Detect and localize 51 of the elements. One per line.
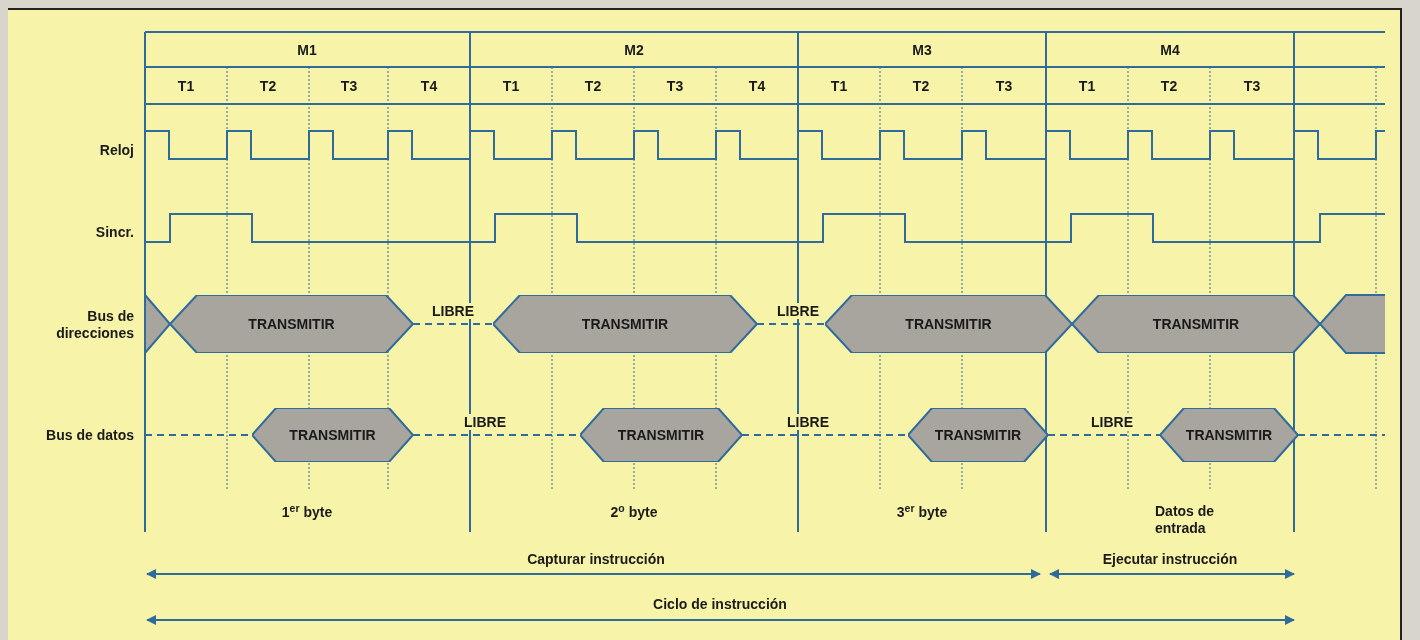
machine-cycle-label: M3 xyxy=(912,41,932,59)
state-label: TRANSMITIR xyxy=(617,425,705,445)
edge-label: LIBRE xyxy=(430,303,476,319)
state-label: TRANSMITIR xyxy=(905,314,992,334)
t-state-label: T4 xyxy=(420,77,438,95)
bus-idle-line xyxy=(1047,434,1161,436)
state-label: TRANSMITIR xyxy=(289,425,376,445)
state-label: TRANSMITIR xyxy=(1185,425,1273,445)
signal-label: Bus de datos xyxy=(46,426,134,444)
edge-label: LIBRE xyxy=(775,303,821,319)
span-label: Ejecutar instrucción xyxy=(1102,550,1238,568)
t-state-label: T1 xyxy=(177,77,195,95)
t-state-label: T3 xyxy=(995,77,1013,95)
t-state-label: T1 xyxy=(830,77,848,95)
state-label: TRANSMITIR xyxy=(1152,314,1240,334)
state-label: TRANSMITIR xyxy=(934,425,1022,445)
state-label: TRANSMITIR xyxy=(581,314,669,334)
span-label: Ciclo de instrucción xyxy=(653,595,787,613)
bus-state-hexagon xyxy=(825,295,1072,353)
bus-idle-line xyxy=(412,323,494,325)
state-label: TRANSMITIR xyxy=(248,314,335,334)
bus-idle-line xyxy=(756,323,826,325)
bus-state-hexagon xyxy=(580,408,742,462)
t-state-label: T2 xyxy=(1160,77,1178,95)
byte-label: 3$^{er}$ byte xyxy=(896,503,948,521)
edge-label: LIBRE xyxy=(1089,414,1135,430)
t-state-label: T2 xyxy=(259,77,277,95)
machine-cycle-label: M2 xyxy=(624,41,644,59)
span-label: Capturar instrucción xyxy=(527,550,665,568)
t-state-label: T1 xyxy=(502,77,520,95)
bus-state-hexagon xyxy=(908,408,1048,462)
byte-label: 2$^{o}$ byte xyxy=(610,503,658,521)
machine-cycle-label: M1 xyxy=(297,41,317,59)
machine-cycle-label: M4 xyxy=(1160,41,1180,59)
signal-label: Sincr. xyxy=(95,223,134,241)
signal-label: Bus de direcciones xyxy=(55,308,134,342)
signal-label: Reloj xyxy=(99,141,134,159)
bus-state-hexagon xyxy=(493,295,757,353)
bus-state-hexagon xyxy=(1160,408,1298,462)
t-state-label: T3 xyxy=(666,77,684,95)
t-state-label: T2 xyxy=(912,77,930,95)
t-state-label: T2 xyxy=(584,77,602,95)
byte-label: Datos de entrada xyxy=(1155,503,1216,537)
byte-label: 1$^{er}$ byte xyxy=(281,503,333,521)
edge-label: LIBRE xyxy=(785,414,831,430)
edge-label: LIBRE xyxy=(462,414,508,430)
bus-state-hexagon xyxy=(252,408,413,462)
t-state-label: T1 xyxy=(1078,77,1096,95)
t-state-label: T3 xyxy=(1243,77,1261,95)
t-state-label: T4 xyxy=(748,77,766,95)
t-state-label: T3 xyxy=(340,77,358,95)
